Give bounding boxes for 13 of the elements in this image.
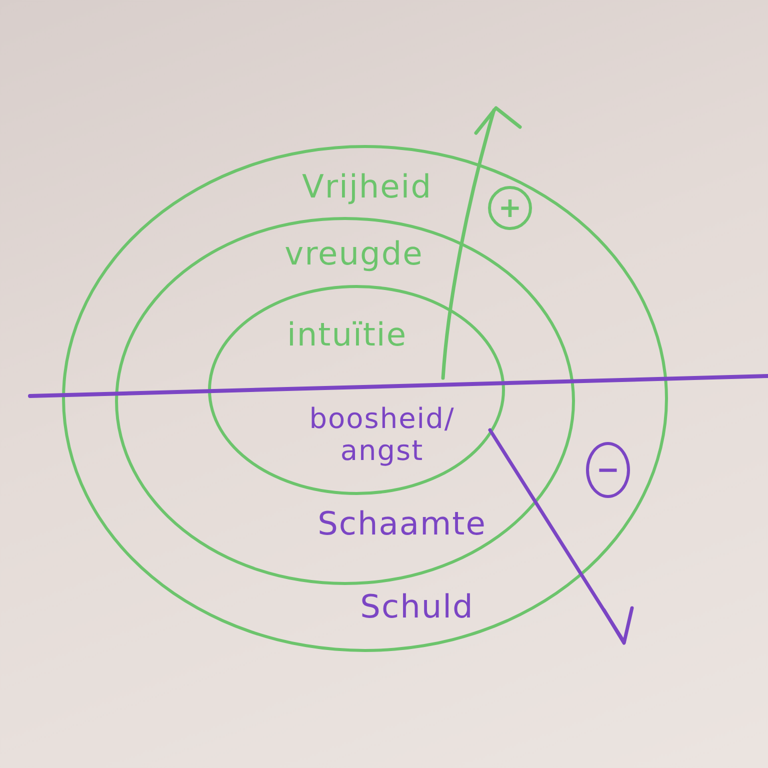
emotion-label: boosheid/ angst: [308, 402, 456, 468]
emotion-label: Schaamte: [318, 506, 486, 542]
emotion-label: intuïtie: [287, 316, 407, 354]
sign-label: +: [498, 194, 522, 222]
sign-label: −: [596, 456, 620, 484]
ring-ellipse: [208, 285, 505, 495]
sign-circle: [488, 186, 532, 230]
emotion-label: Vrijheid: [302, 168, 432, 206]
ring-ellipse: [115, 217, 575, 585]
ring-ellipse: [62, 145, 668, 652]
emotion-label: vreugde: [284, 236, 424, 272]
emotion-label: Schuld: [360, 588, 474, 626]
sign-circle: [586, 442, 630, 498]
